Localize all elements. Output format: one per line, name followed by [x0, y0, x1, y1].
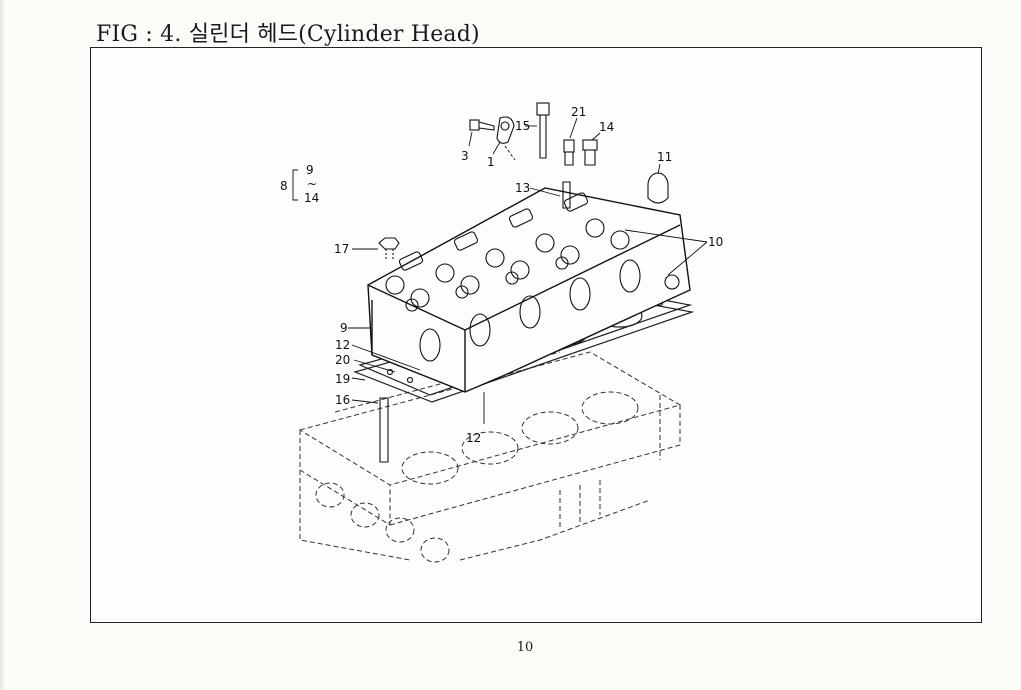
plug-10 — [664, 274, 680, 290]
page-title: FIG : 4. 실린더 헤드(Cylinder Head) — [96, 16, 480, 48]
callout-labels: 15 1 3 21 14 11 13 10 17 9 12 20 19 16 1… — [280, 105, 723, 445]
stud-16 — [379, 397, 389, 463]
cap-11 — [647, 172, 669, 204]
bolt-15 — [536, 102, 550, 159]
callout-16: 16 — [335, 393, 350, 407]
plug-14 — [582, 139, 598, 166]
callout-15: 15 — [515, 119, 530, 133]
stud-13 — [562, 181, 571, 209]
callout-11: 11 — [657, 150, 672, 164]
leader-lines — [292, 117, 708, 424]
figure-title: 실린더 헤드(Cylinder Head) — [188, 22, 480, 47]
callout-17: 17 — [334, 242, 349, 256]
callout-8-from: 9 — [306, 163, 314, 177]
callout-21: 21 — [571, 105, 586, 119]
scan-edge — [0, 0, 6, 690]
nut-17 — [378, 237, 400, 260]
callout-12: 12 — [335, 338, 350, 352]
plug-21 — [563, 139, 575, 166]
callout-8: 8 — [280, 179, 288, 193]
hanger-1 — [496, 116, 515, 144]
callout-8-tilde: ~ — [307, 177, 317, 191]
callout-3: 3 — [461, 149, 469, 163]
engine-block-outline — [298, 351, 682, 563]
callout-20: 20 — [335, 353, 350, 367]
callout-10: 10 — [708, 235, 723, 249]
figure-label: FIG : 4. — [96, 22, 182, 47]
callout-8-to: 14 — [304, 191, 319, 205]
callout-13: 13 — [515, 181, 530, 195]
callout-9: 9 — [340, 321, 348, 335]
cylinder-head-ports — [385, 192, 641, 362]
callout-14: 14 — [599, 120, 614, 134]
callout-19: 19 — [335, 372, 350, 386]
callout-1: 1 — [487, 155, 495, 169]
callout-12-gasket: 12 — [466, 431, 481, 445]
bolt-3 — [469, 119, 495, 131]
page-number: 10 — [516, 640, 534, 655]
